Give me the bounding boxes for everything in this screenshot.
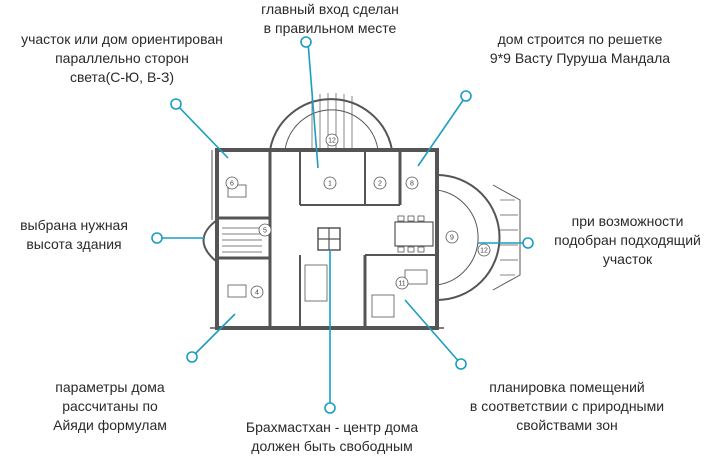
room-number-label: 2 — [378, 181, 382, 188]
callout-line: рассчитаны по — [62, 398, 158, 414]
room-number-marker — [395, 276, 409, 290]
room-number-marker — [225, 176, 239, 190]
room-number-label: 9 — [450, 235, 454, 242]
callout-orientation: участок или дом ориентирован параллельно… — [2, 30, 242, 87]
callout-entrance: главный вход сделан в правильном месте — [240, 0, 420, 38]
room-number-label: 6 — [230, 181, 234, 188]
callout-line: участок — [602, 251, 653, 267]
room-number-label: 12 — [480, 248, 488, 255]
room-number-label: 4 — [255, 290, 259, 297]
callout-line: параметры дома — [55, 379, 165, 395]
room-number-marker — [325, 133, 339, 147]
callout-line: планировка помещений — [489, 379, 645, 395]
callout-line: участок или дом ориентирован — [21, 31, 223, 47]
callout-center: Брахмастхан - центр дома должен быть сво… — [222, 418, 442, 456]
callout-connectors — [151, 36, 534, 414]
connector-node-center — [324, 402, 336, 414]
connector-node-params — [186, 351, 198, 363]
callout-line: параллельно сторон — [55, 50, 189, 66]
callout-line: главный вход сделан — [261, 1, 399, 17]
callout-height: выбрана нужная высота здания — [4, 216, 144, 254]
callout-line: подобран подходящий — [554, 232, 701, 248]
callout-site: при возможности подобран подходящий учас… — [540, 212, 715, 269]
room-number-label: 11 — [398, 281, 405, 288]
callout-line: Айяди формулам — [53, 417, 167, 433]
floor-plan — [202, 93, 521, 330]
connector-node-entrance — [300, 36, 312, 48]
room-number-label: 8 — [410, 181, 414, 188]
callout-line: дом строится по решетке — [497, 31, 663, 47]
room-number-marker — [477, 243, 491, 257]
callout-line: света(С-Ю, В-З) — [69, 69, 175, 85]
room-number-marker — [445, 230, 459, 244]
room-number-marker — [405, 176, 419, 190]
room-number-marker — [373, 176, 387, 190]
room-number-marker — [258, 223, 272, 237]
callout-line: Брахмастхан - центр дома — [245, 419, 419, 435]
room-number-marker — [323, 176, 337, 190]
callout-zones: планировка помещений в соответствии с пр… — [442, 378, 692, 435]
callout-params: параметры дома рассчитаны по Айяди форму… — [20, 378, 200, 435]
callout-line: в соответствии с природными — [469, 398, 665, 414]
callout-line: свойствами зон — [516, 417, 618, 433]
callout-line: должен быть свободным — [251, 438, 413, 454]
callout-grid: дом строится по решетке 9*9 Васту Пуруша… — [460, 30, 700, 68]
callout-line: высота здания — [26, 236, 122, 252]
room-number-label: 1 — [328, 181, 332, 188]
callout-line: в правильном месте — [263, 20, 397, 36]
connector-node-grid — [460, 90, 472, 102]
connector-node-zones — [455, 358, 467, 370]
connector-node-site — [522, 237, 534, 249]
connector-node-height — [151, 232, 163, 244]
connector-node-orientation — [170, 98, 182, 110]
callout-line: выбрана нужная — [20, 217, 128, 233]
room-number-label: 5 — [263, 228, 267, 235]
room-number-label: 12 — [328, 138, 336, 145]
callout-line: 9*9 Васту Пуруша Мандала — [489, 50, 671, 66]
callout-line: при возможности — [571, 213, 684, 229]
room-number-marker — [250, 285, 264, 299]
